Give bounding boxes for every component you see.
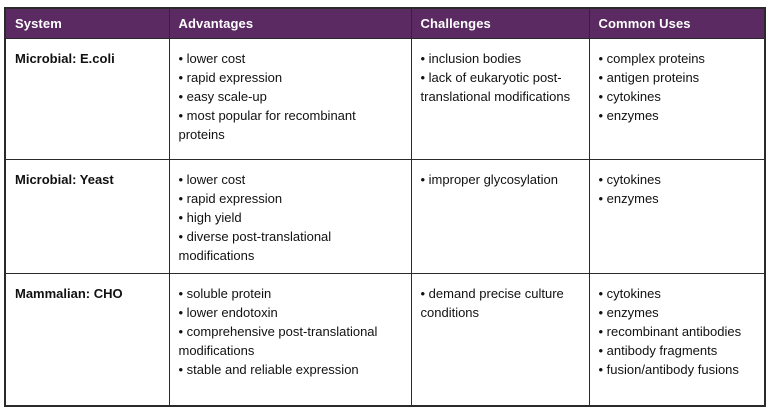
advantages-cell: • lower cost • rapid expression • easy sca… xyxy=(168,37,412,160)
bullet-item: • lower endotoxin xyxy=(178,304,278,320)
bullet-item: • rapid expression xyxy=(178,69,283,85)
bullet-item: • stable and reliable expression xyxy=(178,361,359,377)
bullet-item: • inclusion bodies xyxy=(420,50,522,66)
common-uses-cell: • complex proteins • antigen proteins • cy… xyxy=(588,37,766,160)
bullet-item: • comprehensive post-translational modif… xyxy=(178,323,378,358)
bullet-item: • demand precise culture conditions xyxy=(420,285,564,320)
bullet-item: • most popular for recombinant proteins xyxy=(178,107,356,142)
bullet-item: • enzymes xyxy=(598,107,659,123)
bullet-item: • lower cost xyxy=(178,171,246,187)
common-uses-cell: • cytokines • enzymes xyxy=(588,158,766,274)
bullet-item: • easy scale-up xyxy=(178,88,267,104)
bullet-item: • improper glycosylation xyxy=(420,171,559,187)
bullet-item: • cytokines xyxy=(598,88,661,104)
table-row-ecoli: Microbial: E.coli • lower cost • rapid ex… xyxy=(4,37,766,160)
column-header-advantages: Advantages xyxy=(168,7,412,39)
advantages-cell: • lower cost • rapid expression • high yie… xyxy=(168,158,412,274)
bullet-item: • diverse post-translational modificatio… xyxy=(178,228,332,263)
table-row-yeast: Microbial: Yeast • lower cost • rapid exp… xyxy=(4,158,766,274)
system-cell: Mammalian: CHO xyxy=(4,272,170,407)
column-header-system: System xyxy=(4,7,170,39)
table-row-cho: Mammalian: CHO • soluble protein • lower … xyxy=(4,272,766,407)
bullet-item: • lower cost xyxy=(178,50,246,66)
column-header-challenges: Challenges xyxy=(410,7,590,39)
system-cell: Microbial: Yeast xyxy=(4,158,170,274)
challenges-cell: • inclusion bodies • lack of eukaryotic p… xyxy=(410,37,590,160)
bullet-item: • enzymes xyxy=(598,190,659,206)
bullet-item: • complex proteins xyxy=(598,50,705,66)
expression-systems-table: System Advantages Challenges Common Uses… xyxy=(4,7,766,407)
bullet-item: • antibody fragments xyxy=(598,342,718,358)
challenges-cell: • demand precise culture conditions xyxy=(410,272,590,407)
bullet-item: • fusion/antibody fusions xyxy=(598,361,739,377)
bullet-item: • cytokines xyxy=(598,285,661,301)
bullet-item: • antigen proteins xyxy=(598,69,700,85)
challenges-cell: • improper glycosylation xyxy=(410,158,590,274)
system-cell: Microbial: E.coli xyxy=(4,37,170,160)
column-header-common-uses: Common Uses xyxy=(588,7,766,39)
advantages-cell: • soluble protein • lower endotoxin • comp… xyxy=(168,272,412,407)
bullet-item: • enzymes xyxy=(598,304,659,320)
bullet-item: • lack of eukaryotic post-translational … xyxy=(420,69,571,104)
bullet-item: • high yield xyxy=(178,209,242,225)
header-row: System Advantages Challenges Common Uses xyxy=(4,7,766,39)
common-uses-cell: • cytokines • enzymes • recombinant antibo… xyxy=(588,272,766,407)
bullet-item: • rapid expression xyxy=(178,190,283,206)
bullet-item: • cytokines xyxy=(598,171,661,187)
bullet-item: • soluble protein xyxy=(178,285,272,301)
bullet-item: • recombinant antibodies xyxy=(598,323,742,339)
